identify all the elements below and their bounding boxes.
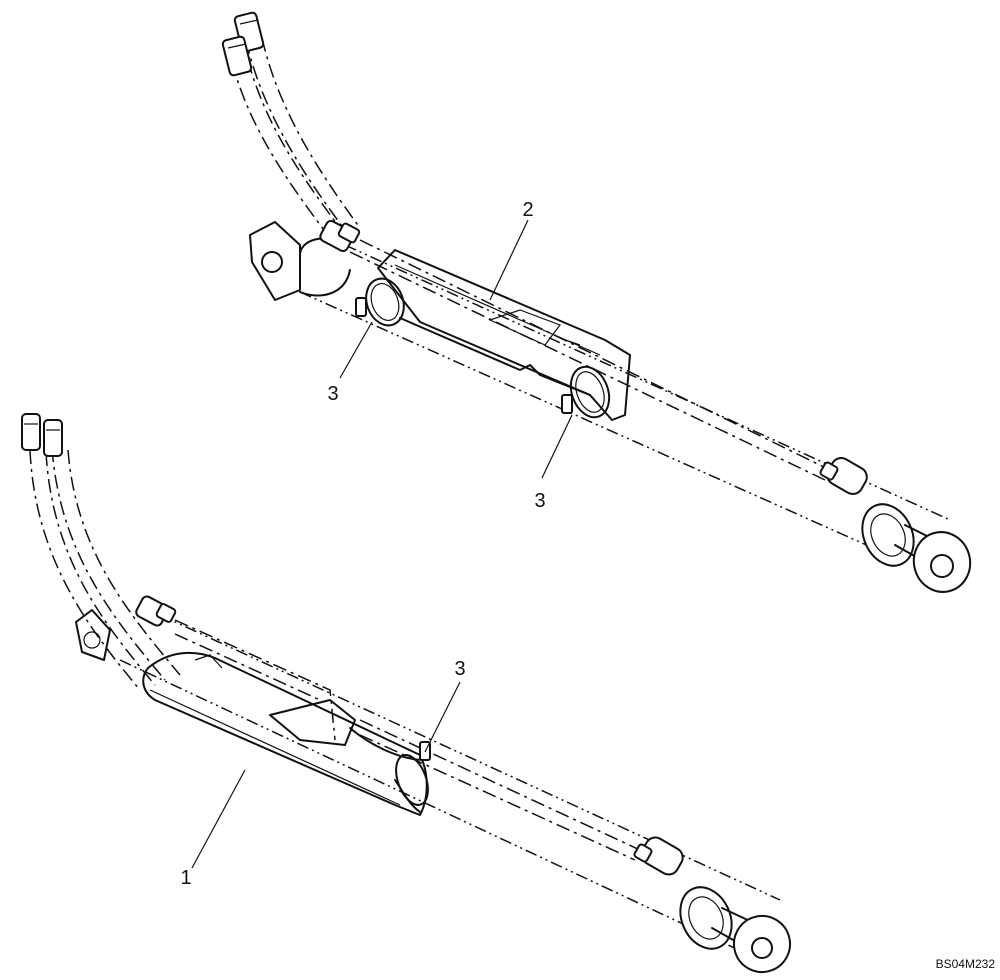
reference-code: BS04M232	[936, 957, 996, 971]
upper-rod-end	[861, 503, 972, 593]
callout-2: 2	[522, 199, 533, 221]
lower-rod-end	[679, 886, 791, 973]
leader-line-2	[489, 219, 529, 301]
upper-clamp-right	[561, 365, 611, 419]
callout-3-upper-left: 3	[327, 383, 338, 405]
upper-clamp-left	[355, 277, 405, 327]
lower-rod-elbow-fitting	[633, 836, 684, 876]
upper-guard	[377, 249, 631, 421]
leader-line-1	[191, 769, 246, 869]
upper-rod-elbow-fitting	[819, 457, 868, 495]
lower-cylinder-assembly	[21, 413, 791, 973]
upper-cylinder-assembly	[221, 11, 972, 593]
lower-barrel-elbow-fitting	[135, 595, 177, 627]
upper-cylinder-barrel	[249, 220, 951, 561]
leader-line-3b	[541, 414, 573, 479]
leader-line-3a	[339, 321, 373, 379]
upper-hydraulic-hoses	[221, 11, 361, 239]
leader-line-3c	[424, 681, 461, 753]
callout-1: 1	[180, 867, 191, 889]
callout-3-lower: 3	[454, 658, 465, 680]
callout-3-upper-right: 3	[534, 490, 545, 512]
lower-hydraulic-hoses	[21, 413, 181, 691]
lower-cover	[142, 651, 428, 816]
